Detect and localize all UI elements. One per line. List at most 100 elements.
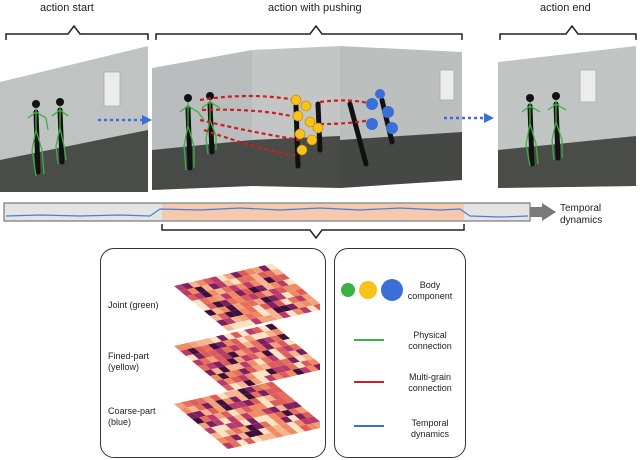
heatmap-cell [300, 418, 313, 425]
heatmap-cell [289, 283, 302, 291]
heatmap-cell [216, 437, 229, 444]
heatmap-cell [247, 353, 260, 360]
heatmap-cell [244, 268, 257, 275]
heatmap-cell [299, 306, 312, 314]
heatmap-cell [301, 411, 314, 419]
heatmap-cell [199, 297, 212, 305]
heatmap-cell [224, 429, 237, 436]
heatmap-cell [260, 414, 273, 422]
heatmap-cell [193, 292, 206, 300]
heatmap-cell [243, 393, 256, 400]
heatmap-cell [181, 342, 194, 350]
heatmap-cell [267, 355, 280, 362]
frame-push-3 [340, 46, 462, 188]
heatmap-cell [313, 421, 320, 429]
heatmap-cell [285, 370, 298, 377]
heatmap-cell [228, 284, 241, 292]
heatmap-cell [212, 301, 225, 308]
fined-line2: (yellow) [108, 362, 140, 372]
heatmap-cell [235, 343, 248, 350]
heatmap-cell [251, 371, 264, 378]
heatmap-cell [265, 323, 278, 331]
heatmap-joint [174, 263, 320, 331]
heatmap-cell [282, 403, 295, 410]
heatmap-cell [230, 316, 243, 323]
heatmap-cell [223, 435, 236, 443]
heatmap-cell [210, 314, 223, 321]
heatmap-cell [263, 276, 276, 284]
heatmap-cell [265, 368, 278, 375]
heatmap-cell [218, 424, 231, 431]
heatmap-cell [204, 309, 217, 316]
heatmap-cell [299, 366, 312, 374]
heatmap-cell [180, 289, 193, 296]
heatmap-cell [227, 409, 240, 416]
heatmap-cell [277, 273, 290, 281]
heatmap-cell [295, 406, 308, 414]
heatmap-cell [225, 364, 238, 372]
heatmap-cell [287, 414, 300, 422]
heatmap-cell [269, 281, 282, 289]
heatmap-cell [269, 341, 282, 349]
heatmap-cell [279, 305, 292, 312]
heatmap-cell [227, 291, 240, 298]
heatmap-cell [230, 331, 243, 339]
heatmap-cell [212, 419, 225, 426]
label-action-with-pushing: action with pushing [268, 2, 362, 14]
heatmap-cell [270, 275, 283, 282]
heatmap-label-fined: Fined-part (yellow) [108, 351, 149, 373]
heatmap-cell [217, 430, 230, 438]
heatmap-cell [306, 423, 319, 430]
brace-start [5, 24, 149, 40]
heatmap-cell [208, 401, 221, 408]
heatmap-label-joint: Joint (green) [108, 300, 159, 310]
heatmap-cell [236, 439, 249, 446]
heatmap-cell [293, 361, 306, 369]
heatmap-cell [181, 282, 194, 290]
heatmap-cell [236, 276, 249, 284]
heatmap-cell [254, 409, 267, 417]
frame-action-start [0, 46, 148, 192]
heatmap-cell [208, 343, 221, 350]
heatmap-cell [255, 285, 268, 292]
heatmap-cell [265, 308, 278, 315]
heatmap-cell [257, 271, 270, 279]
heatmap-cell [200, 409, 213, 416]
heatmap-cell [269, 399, 282, 407]
heatmap-cell [278, 371, 291, 379]
heatmap-cell [223, 391, 236, 398]
heatmap-cell [233, 356, 246, 363]
heatmap-cell [230, 376, 243, 383]
heatmap-cell [286, 303, 299, 310]
heatmap-cell [272, 424, 285, 432]
heatmap-cell [271, 268, 284, 276]
heatmap-cell [224, 371, 237, 378]
heatmap-cell [222, 384, 235, 391]
heatmap-cell [217, 312, 230, 320]
heatmap-cell [209, 276, 222, 283]
heatmap-cell [237, 374, 250, 382]
heatmap-cell [207, 407, 220, 415]
coarse-part-nodes [366, 89, 398, 134]
legend-temporal-line1: Temporal [411, 418, 449, 428]
legend-body-line2: component [407, 291, 453, 301]
heatmap-cell [221, 404, 234, 411]
heatmap-cell [216, 392, 229, 400]
heatmap-cell [277, 333, 290, 341]
heatmap-cell [232, 363, 245, 370]
brace-pushing [155, 24, 463, 40]
heatmap-cell [222, 339, 235, 347]
heatmap-cell [307, 416, 320, 424]
heatmap-cell [262, 283, 275, 290]
heatmap-cell [294, 295, 307, 302]
blue-dot-icon [381, 279, 403, 301]
heatmap-cell [259, 421, 272, 428]
heatmap-cell [301, 293, 314, 301]
heatmap-cell [274, 293, 287, 300]
heatmap-cell [281, 409, 294, 417]
heatmap-cell [201, 402, 214, 410]
heatmap-cell [198, 422, 211, 429]
heatmap-cell [223, 317, 236, 325]
heatmap-cell [216, 274, 229, 282]
heatmap-cell [241, 288, 254, 295]
